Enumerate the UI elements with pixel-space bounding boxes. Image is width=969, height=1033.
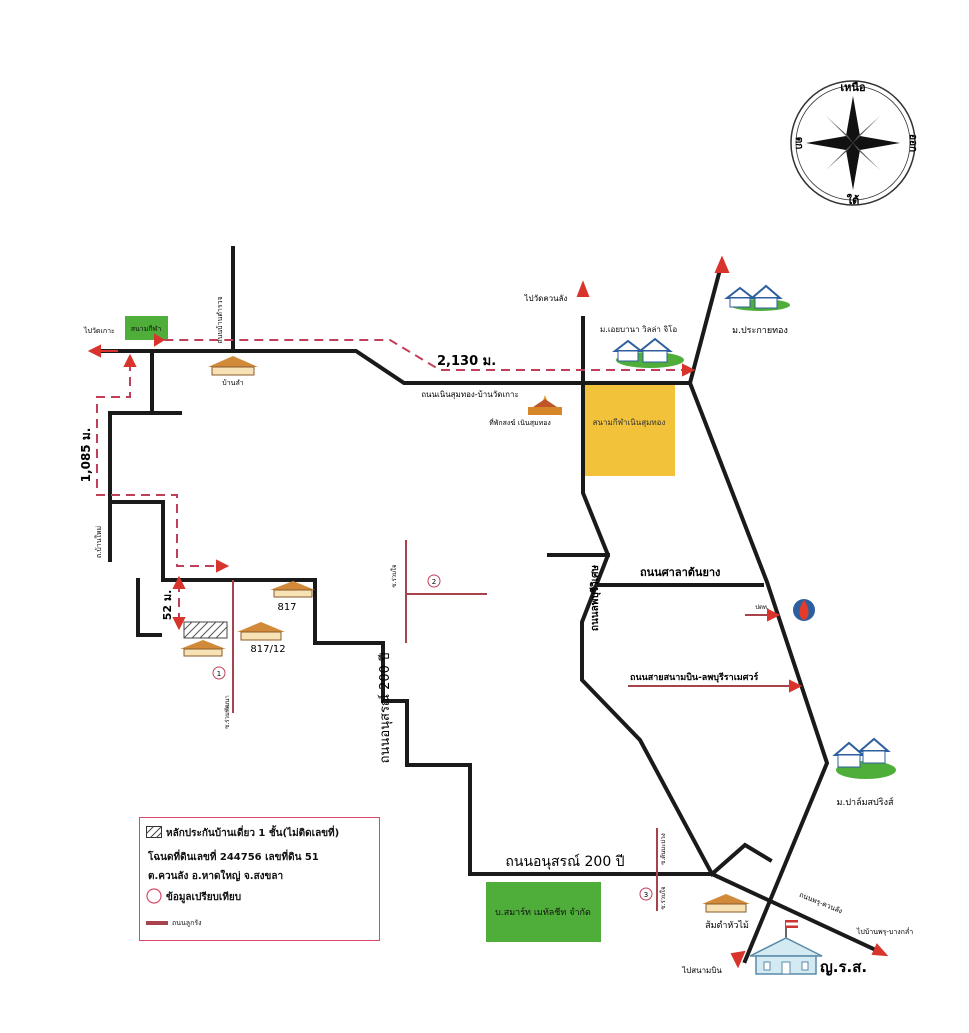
- road-ban-sam-label: ถนนบ้านตำรวจ: [216, 296, 224, 343]
- house-817-label: 817: [277, 602, 296, 613]
- dirt-road-swatch-icon: [146, 921, 168, 925]
- office-building-icon: [749, 920, 823, 975]
- to-wat-khuan-lang-label: ไปวัดควนลัง: [524, 294, 568, 303]
- road-lop-wiset-label: ถนนลพบุรีวิเศษ: [589, 565, 601, 632]
- to-airport-label: ไปสนามบิน: [681, 966, 722, 975]
- road-nen-sum-thong-label: ถนนเนินสุมทอง-บ้านวัดเกาะ: [421, 390, 519, 399]
- gas-station-icon: [793, 599, 815, 621]
- road-left-small-label: ถ.บ้านใหม่: [94, 526, 103, 558]
- house-subject: [180, 640, 226, 657]
- marker-2-circle: [427, 574, 441, 588]
- to-ban-phru-label: ไปบ้านพรุ-บางกล่ำ: [856, 927, 913, 936]
- red-arrows: [87, 255, 889, 969]
- legend-row-deed: โฉนดที่ดินเลขที่ 244756 เลขที่ดิน 51: [148, 852, 319, 863]
- compass-rose: เหนือ ใต้ ตก ออก: [790, 80, 918, 207]
- road-phru-khuan-label: ถนนพรุ-ควนลัง: [798, 891, 843, 916]
- road-small-1-label: ซ.ร่วมพัฒนา: [224, 695, 231, 728]
- village-palm-icon: [832, 737, 896, 779]
- house-817-12: [237, 622, 285, 641]
- compass-east: ออก: [907, 134, 918, 152]
- stadium-green-box: [125, 316, 168, 340]
- marker-1-label: 1: [217, 670, 221, 678]
- comparison-circle-icon: [146, 888, 162, 904]
- legend-row-location: ต.ควนลัง อ.หาดใหญ่ จ.สงขลา: [148, 871, 284, 882]
- stadium-green-label: สนามกีฬา: [131, 325, 162, 333]
- road-small-mid-label: ซ.ร่วมใจ: [390, 565, 398, 588]
- route-dashed: [96, 339, 690, 621]
- distance-52-label: 52 ม.: [161, 590, 174, 621]
- subject-property: [183, 621, 228, 639]
- to-wat-ko-label: ไปวัดเกาะ: [83, 326, 115, 335]
- office-label: ญ.ร.ส.: [820, 958, 867, 976]
- gas-label: ปตท.: [755, 604, 769, 611]
- m-palm-label: ม.ปาล์มสปริงส์: [837, 796, 894, 808]
- distance-1085-label: 1,085 ม.: [79, 428, 93, 483]
- legend-row-dirt-road: ถนนลูกรัง: [172, 919, 202, 927]
- temple-label: ที่พักสงฆ์ เนินสุมทอง: [489, 418, 551, 427]
- marker-3-circle: [639, 887, 653, 901]
- compass-north: เหนือ: [840, 81, 865, 94]
- legend-row-collateral: หลักประกันบ้านเดี่ยว 1 ชั้น(ไม่ติดเลขที่…: [166, 828, 340, 839]
- distance-2130-label: 2,130 ม.: [437, 354, 496, 369]
- village-prakai-icon: [724, 284, 790, 311]
- house-817-12-label: 817/12: [250, 644, 285, 655]
- road-anusorn-vertical-label: ถนนอนุสรณ์ 200 ปี: [377, 653, 393, 764]
- marker-1-circle: [212, 666, 226, 680]
- m-prakai-label: ม.ประกายทอง: [732, 326, 788, 336]
- marker-2-label: 2: [432, 578, 436, 586]
- compass-west: ตก: [793, 137, 804, 150]
- road-anusorn-horizontal-label: ถนนอนุสรณ์ 200 ปี: [505, 853, 624, 870]
- road-sai-sanambin-label: ถนนสายสนามบิน-ลพบุรีราเมศวร์: [630, 671, 758, 683]
- road-small-3b-label: ซ.ต้นมะม่วง: [660, 833, 667, 864]
- stadium-label: สนามกีฬาเนินสุมทอง: [593, 418, 666, 427]
- compass-south: ใต้: [847, 193, 860, 207]
- house-ban-sam: [208, 356, 258, 376]
- legend: หลักประกันบ้านเดี่ยว 1 ชั้น(ไม่ติดเลขที่…: [139, 817, 380, 941]
- ban-sam-label: บ้านลำ: [222, 379, 243, 387]
- smart-company-label: บ.สมาร์ท เมทัลชีท จำกัด: [495, 906, 591, 918]
- m-ea-ban-label: ม.เอยบานา วิลล่า จิโอ: [600, 324, 677, 334]
- house-som-tam: [702, 894, 750, 913]
- marker-3-label: 3: [644, 891, 648, 899]
- village-ea-ban-icon: [612, 337, 684, 368]
- legend-row-comparison: ข้อมูลเปรียบเทียบ: [166, 892, 242, 903]
- som-tam-label: ส้มตำหัวไม้: [705, 920, 749, 931]
- smart-company-box: [486, 882, 601, 942]
- major-roads: [94, 246, 883, 964]
- stadium-area: [584, 384, 675, 476]
- hatch-swatch-icon: [146, 826, 162, 838]
- road-small-3a-label: ซ.ร่วมใจ: [659, 887, 667, 910]
- house-817: [270, 581, 315, 598]
- temple-icon: [528, 395, 562, 415]
- road-sala-ton-yang-label: ถนนศาลาต้นยาง: [640, 566, 720, 579]
